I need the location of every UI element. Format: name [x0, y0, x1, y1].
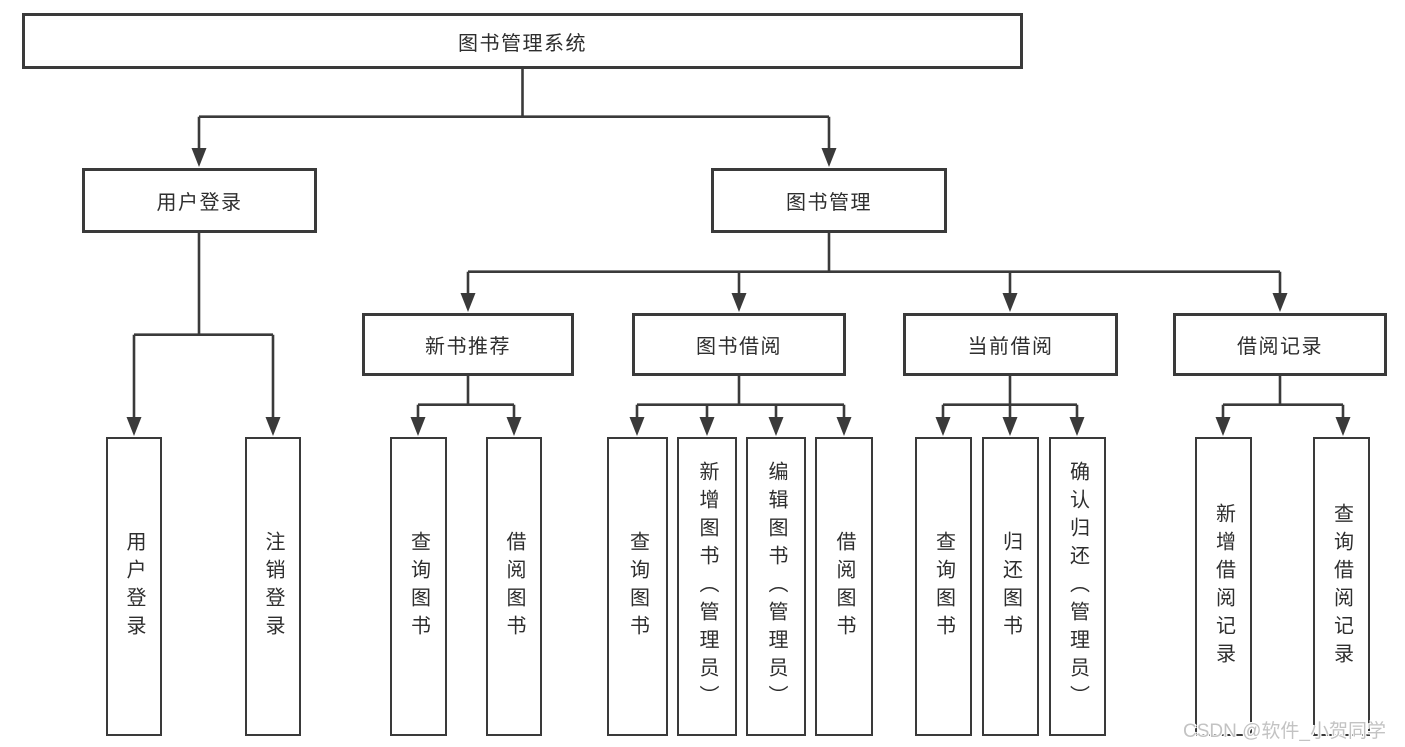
node-leaf-nb-borrow-books-label: 借阅图书: [503, 530, 525, 643]
connector-borrowing-records-bar: [1221, 403, 1345, 406]
node-leaf-cb-return-books: 归还图书: [982, 437, 1039, 736]
node-user-login-label: 用户登录: [156, 192, 243, 214]
node-leaf-br-add-record: 新增借阅记录: [1195, 437, 1252, 736]
node-leaf-br-query-record-label: 查询借阅记录: [1330, 502, 1353, 671]
node-new-book-recommend: 新书推荐: [362, 313, 574, 376]
connector-user-login-bar: [132, 333, 275, 336]
arrowhead-current-borrowing: [1002, 293, 1018, 312]
node-root-label: 图书管理系统: [458, 32, 587, 55]
node-current-borrowing-label: 当前借阅: [967, 336, 1054, 358]
node-leaf-bb-add-books: 新增图书（管理员）: [677, 437, 737, 736]
node-user-login: 用户登录: [82, 168, 317, 233]
node-leaf-nb-query-books: 查询图书: [390, 437, 447, 736]
node-leaf-bb-borrow-books: 借阅图书: [815, 437, 873, 736]
node-leaf-cb-confirm-return: 确认归还（管理员）: [1049, 437, 1106, 736]
node-leaf-nb-borrow-books: 借阅图书: [486, 437, 542, 736]
node-root: 图书管理系统: [22, 13, 1023, 69]
node-leaf-br-query-record: 查询借阅记录: [1313, 437, 1370, 736]
node-leaf-bb-edit-books: 编辑图书（管理员）: [746, 437, 806, 736]
node-book-borrowing: 图书借阅: [632, 313, 846, 376]
node-borrowing-records: 借阅记录: [1173, 313, 1387, 376]
connector-current-borrowing-bar: [941, 403, 1079, 406]
connector-root-bar: [197, 115, 831, 118]
arrowhead-leaf-logout: [265, 417, 281, 436]
node-leaf-logout-label: 注销登录: [262, 530, 284, 643]
arrowhead-borrowing-records: [1272, 293, 1288, 312]
node-leaf-br-add-record-label: 新增借阅记录: [1212, 502, 1235, 671]
arrowhead-br-add: [1215, 417, 1231, 436]
arrowhead-nb-borrow: [506, 417, 522, 436]
node-borrowing-records-label: 借阅记录: [1237, 336, 1323, 358]
arrowhead-bb-query: [629, 417, 645, 436]
node-new-book-recommend-label: 新书推荐: [425, 336, 511, 358]
node-leaf-bb-borrow-books-label: 借阅图书: [833, 530, 855, 643]
node-leaf-bb-query-books-label: 查询图书: [626, 530, 649, 643]
node-leaf-logout: 注销登录: [245, 437, 301, 736]
node-leaf-nb-query-books-label: 查询图书: [407, 530, 430, 643]
connector-book-management-bar: [466, 270, 1282, 273]
arrowhead-cb-return: [1002, 417, 1018, 436]
node-book-management-label: 图书管理: [786, 192, 872, 214]
node-leaf-cb-return-books-label: 归还图书: [999, 530, 1022, 643]
watermark: CSDN @软件_小贺同学: [1183, 721, 1386, 742]
node-leaf-cb-query-books: 查询图书: [915, 437, 972, 736]
arrowhead-br-query: [1335, 417, 1351, 436]
arrowhead-bb-edit: [768, 417, 784, 436]
node-leaf-user-login-label: 用户登录: [123, 530, 145, 643]
arrowhead-cb-query: [935, 417, 951, 436]
node-leaf-bb-edit-books-label: 编辑图书（管理员）: [765, 460, 787, 713]
arrowhead-book-borrowing: [731, 293, 747, 312]
connector-book-borrowing-bar: [635, 403, 846, 406]
arrowhead-user-login: [191, 148, 207, 167]
arrowhead-cb-confirm: [1069, 417, 1085, 436]
connector-new-book-bar: [416, 403, 516, 406]
node-leaf-cb-query-books-label: 查询图书: [932, 530, 955, 643]
arrowhead-leaf-user-login: [126, 417, 142, 436]
arrowhead-bb-borrow: [836, 417, 852, 436]
node-leaf-bb-add-books-label: 新增图书（管理员）: [696, 460, 718, 713]
node-book-management: 图书管理: [711, 168, 947, 233]
node-book-borrowing-label: 图书借阅: [696, 336, 782, 358]
arrowhead-nb-query: [410, 417, 426, 436]
node-current-borrowing: 当前借阅: [903, 313, 1118, 376]
node-leaf-bb-query-books: 查询图书: [607, 437, 668, 736]
node-leaf-cb-confirm-return-label: 确认归还（管理员）: [1066, 460, 1089, 713]
node-leaf-user-login: 用户登录: [106, 437, 162, 736]
arrowhead-bb-add: [699, 417, 715, 436]
arrowhead-new-book-recommend: [460, 293, 476, 312]
arrowhead-book-management: [821, 148, 837, 167]
